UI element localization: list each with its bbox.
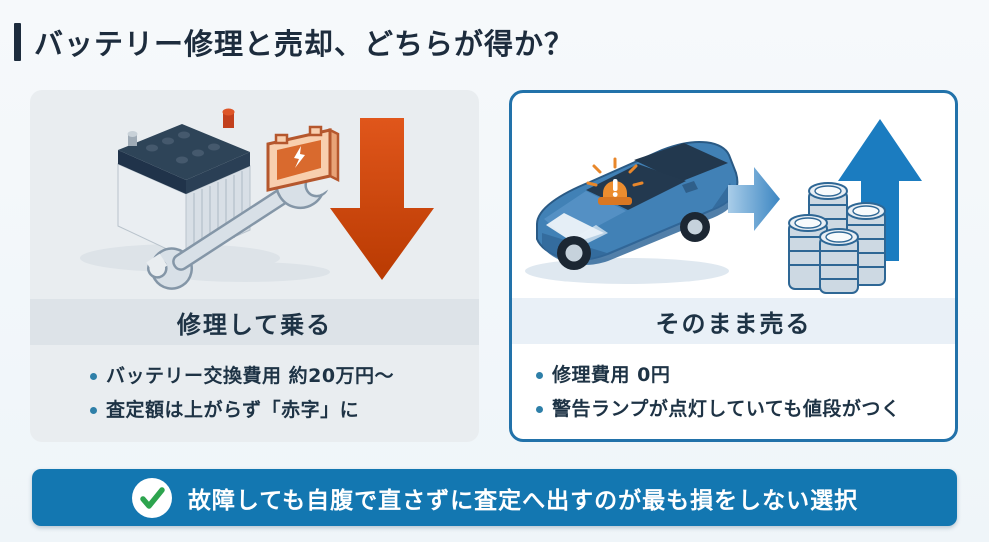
right-arrow-icon [728,167,780,231]
card-repair-option: 修理して乗る バッテリー交換費用 約20万円〜 査定額は上がらず「赤字」に [30,90,479,442]
comparison-cards: 修理して乗る バッテリー交換費用 約20万円〜 査定額は上がらず「赤字」に [30,90,959,442]
warning-lamp-icon [586,157,644,205]
sell-bullet-list: 修理費用 0円 警告ランプが点灯していても値段がつく [512,344,955,426]
battery-wrench-illustration [80,108,434,290]
sell-bullet-zero-cost: 修理費用 0円 [534,358,955,392]
wrench-icon [146,158,339,290]
sell-card-heading: そのまま売る [512,298,955,344]
repair-bullet-deficit: 査定額は上がらず「赤字」に [88,393,479,427]
repair-card-heading: 修理して乗る [30,299,479,345]
coins-icon [788,182,886,294]
sell-illustration [512,93,955,298]
repair-bullet-list: バッテリー交換費用 約20万円〜 査定額は上がらず「赤字」に [30,345,479,427]
check-circle-icon [131,477,172,518]
car-coins-illustration [525,119,922,294]
title-accent-bar [14,22,21,61]
car-icon [525,141,739,284]
page-header: バッテリー修理と売却、どちらが得か？ [0,0,989,62]
down-arrow-icon [330,118,434,280]
sell-bullet-warning-value: 警告ランプが点灯していても値段がつく [534,392,955,426]
repair-illustration [30,90,479,299]
small-battery-icon [266,125,340,192]
conclusion-text: 故障しても自腹で直さずに査定へ出すのが最も損をしない選択 [187,487,859,514]
card-sell-option: そのまま売る 修理費用 0円 警告ランプが点灯していても値段がつく [509,90,958,442]
up-arrow-icon [838,119,922,261]
page-title: バッテリー修理と売却、どちらが得か？ [34,26,575,61]
conclusion-banner: 故障しても自腹で直さずに査定へ出すのが最も損をしない選択 [32,469,957,526]
repair-bullet-cost: バッテリー交換費用 約20万円〜 [88,359,479,393]
